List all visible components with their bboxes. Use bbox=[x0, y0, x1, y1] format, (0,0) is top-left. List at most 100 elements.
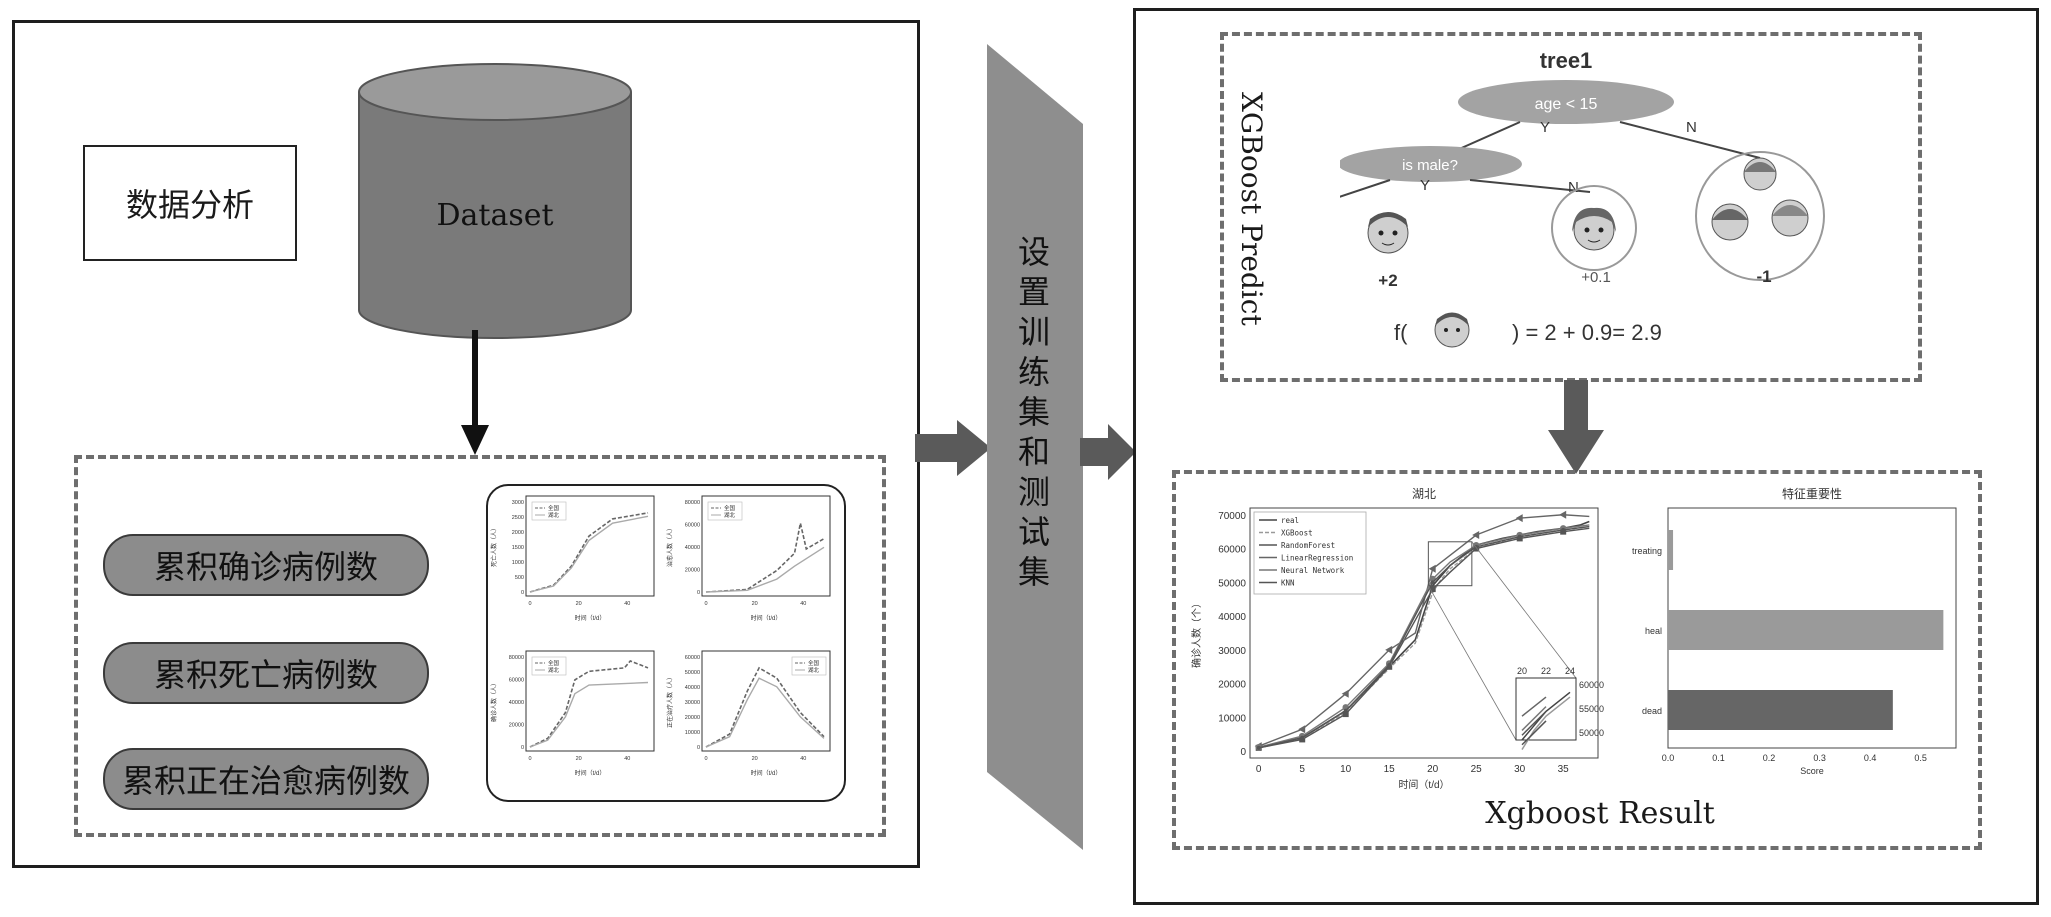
line-ytick: 20000 bbox=[1218, 680, 1246, 691]
series-neural-network bbox=[1258, 524, 1590, 748]
mini-series-hubei bbox=[529, 681, 649, 748]
marker-point bbox=[1430, 580, 1435, 585]
line-xtick: 20 bbox=[1427, 764, 1439, 775]
bar-xtick: 0.4 bbox=[1864, 753, 1877, 763]
mini-ytick: 40000 bbox=[509, 700, 524, 706]
bar-treating bbox=[1668, 530, 1674, 570]
mini-ytick: 2000 bbox=[512, 530, 524, 536]
mini-xlabel: 时间（t/d） bbox=[751, 614, 782, 622]
features-dashed-box bbox=[74, 455, 886, 837]
gender-node-label: is male? bbox=[1402, 157, 1458, 174]
legend-entry: RandomForest bbox=[1281, 541, 1335, 550]
mini-series-nation bbox=[529, 512, 649, 593]
bar-chart-title: 特征重要性 bbox=[1782, 486, 1842, 501]
mini-xtick: 0 bbox=[704, 756, 707, 762]
mini-series-hubei bbox=[705, 546, 825, 593]
line-ytick: 10000 bbox=[1218, 713, 1246, 724]
mini-ylabel: 死亡人数（人） bbox=[490, 525, 498, 567]
inset-ytick: 50000 bbox=[1579, 728, 1604, 738]
mini-ytick: 30000 bbox=[685, 700, 700, 706]
girl-leaf-icon bbox=[1572, 207, 1616, 251]
mini-xlabel: 时间（t/d） bbox=[575, 769, 606, 777]
mini-ytick: 0 bbox=[697, 590, 700, 596]
line-xtick: 35 bbox=[1558, 764, 1570, 775]
mini-xtick: 0 bbox=[528, 756, 531, 762]
bar-heal bbox=[1668, 610, 1944, 650]
line-chart-legend: realXGBoostRandomForestLinearRegressionN… bbox=[1253, 511, 1367, 595]
line-ytick: 40000 bbox=[1218, 612, 1246, 623]
legend-entry: KNN bbox=[1281, 579, 1295, 588]
line-xtick: 25 bbox=[1471, 764, 1483, 775]
data-analysis-label: 数据分析 bbox=[83, 145, 297, 261]
inset-xtick: 24 bbox=[1565, 666, 1575, 676]
mini-ytick: 20000 bbox=[509, 723, 524, 729]
split-trapezoid bbox=[987, 44, 1083, 850]
feature-confirmed: 累积确诊病例数 bbox=[103, 534, 429, 596]
mini-axes-box bbox=[701, 650, 831, 752]
mini-xtick: 20 bbox=[576, 601, 582, 607]
mini-ytick: 50000 bbox=[685, 670, 700, 676]
mini-ytick: 20000 bbox=[685, 568, 700, 574]
inset-axes bbox=[1515, 677, 1577, 741]
down-arrow bbox=[461, 330, 489, 455]
bar-category-label: dead bbox=[1642, 706, 1662, 716]
mini-xlabel: 时间（t/d） bbox=[751, 769, 782, 777]
inset-series bbox=[1521, 696, 1547, 717]
elders-leaf-icon bbox=[1711, 157, 1809, 241]
mini-legend-hubei: 湖北 bbox=[548, 511, 560, 519]
svg-text:N: N bbox=[1568, 179, 1579, 196]
series-randomforest bbox=[1258, 527, 1590, 749]
predict-to-result-arrow bbox=[1548, 380, 1604, 474]
mini-ytick: 1500 bbox=[512, 545, 524, 551]
mini-ytick: 40000 bbox=[685, 685, 700, 691]
mini-axes-box bbox=[525, 650, 655, 752]
svg-text:N: N bbox=[1686, 119, 1697, 136]
bar-xlabel: Score bbox=[1800, 766, 1824, 776]
xgboost-tree: tree1 age < 15 Y N is male? Y N +2 +0.1 … bbox=[1340, 48, 1825, 348]
formula-right: ) = 2 + 0.9= 2.9 bbox=[1512, 320, 1662, 345]
line-ytick: 50000 bbox=[1218, 578, 1246, 589]
mini-ytick: 500 bbox=[515, 575, 524, 581]
inset-series bbox=[1521, 720, 1547, 746]
left-to-middle-arrow bbox=[915, 420, 991, 476]
inset-ytick: 60000 bbox=[1579, 680, 1604, 690]
mini-xtick: 40 bbox=[624, 601, 630, 607]
mini-ylabel: 治愈人数（人） bbox=[666, 525, 674, 567]
mini-series-nation bbox=[705, 523, 825, 593]
mini-xtick: 40 bbox=[624, 756, 630, 762]
zoom-box bbox=[1427, 541, 1473, 587]
feature-deaths: 累积死亡病例数 bbox=[103, 642, 429, 704]
mini-ytick: 2500 bbox=[512, 515, 524, 521]
predict-label: XGBoost Predict bbox=[1235, 92, 1268, 326]
leaf-score-2: +0.1 bbox=[1581, 269, 1611, 286]
result-label: Xgboost Result bbox=[1485, 796, 1715, 831]
mini-series-nation bbox=[705, 666, 825, 748]
gender-node bbox=[1340, 146, 1522, 182]
marker-point bbox=[1559, 510, 1567, 519]
mini-series-hubei bbox=[705, 677, 825, 748]
bar-xtick: 0.2 bbox=[1763, 753, 1776, 763]
legend-entry: real bbox=[1281, 516, 1299, 525]
mini-legend-hubei: 湖北 bbox=[724, 511, 736, 519]
line-chart-title: 湖北 bbox=[1412, 486, 1436, 501]
mini-ytick: 3000 bbox=[512, 500, 524, 506]
mini-ytick: 80000 bbox=[509, 655, 524, 661]
mini-xtick: 0 bbox=[528, 601, 531, 607]
line-xtick: 0 bbox=[1256, 764, 1262, 775]
mini-ylabel: 确诊人数（人） bbox=[490, 680, 498, 722]
line-ytick: 30000 bbox=[1218, 646, 1246, 657]
svg-text:Y: Y bbox=[1420, 177, 1430, 194]
marker-point bbox=[1472, 531, 1480, 540]
dataset-label: Dataset bbox=[436, 198, 553, 233]
tree-title: tree1 bbox=[1540, 48, 1593, 73]
leaf-score-3: -1 bbox=[1756, 267, 1771, 286]
middle-to-right-arrow bbox=[1080, 424, 1136, 480]
mini-ytick: 80000 bbox=[685, 500, 700, 506]
svg-text:Y: Y bbox=[1540, 119, 1550, 136]
marker-point bbox=[1429, 586, 1436, 593]
root-node-label: age < 15 bbox=[1535, 96, 1598, 113]
marker-point bbox=[1515, 514, 1523, 523]
